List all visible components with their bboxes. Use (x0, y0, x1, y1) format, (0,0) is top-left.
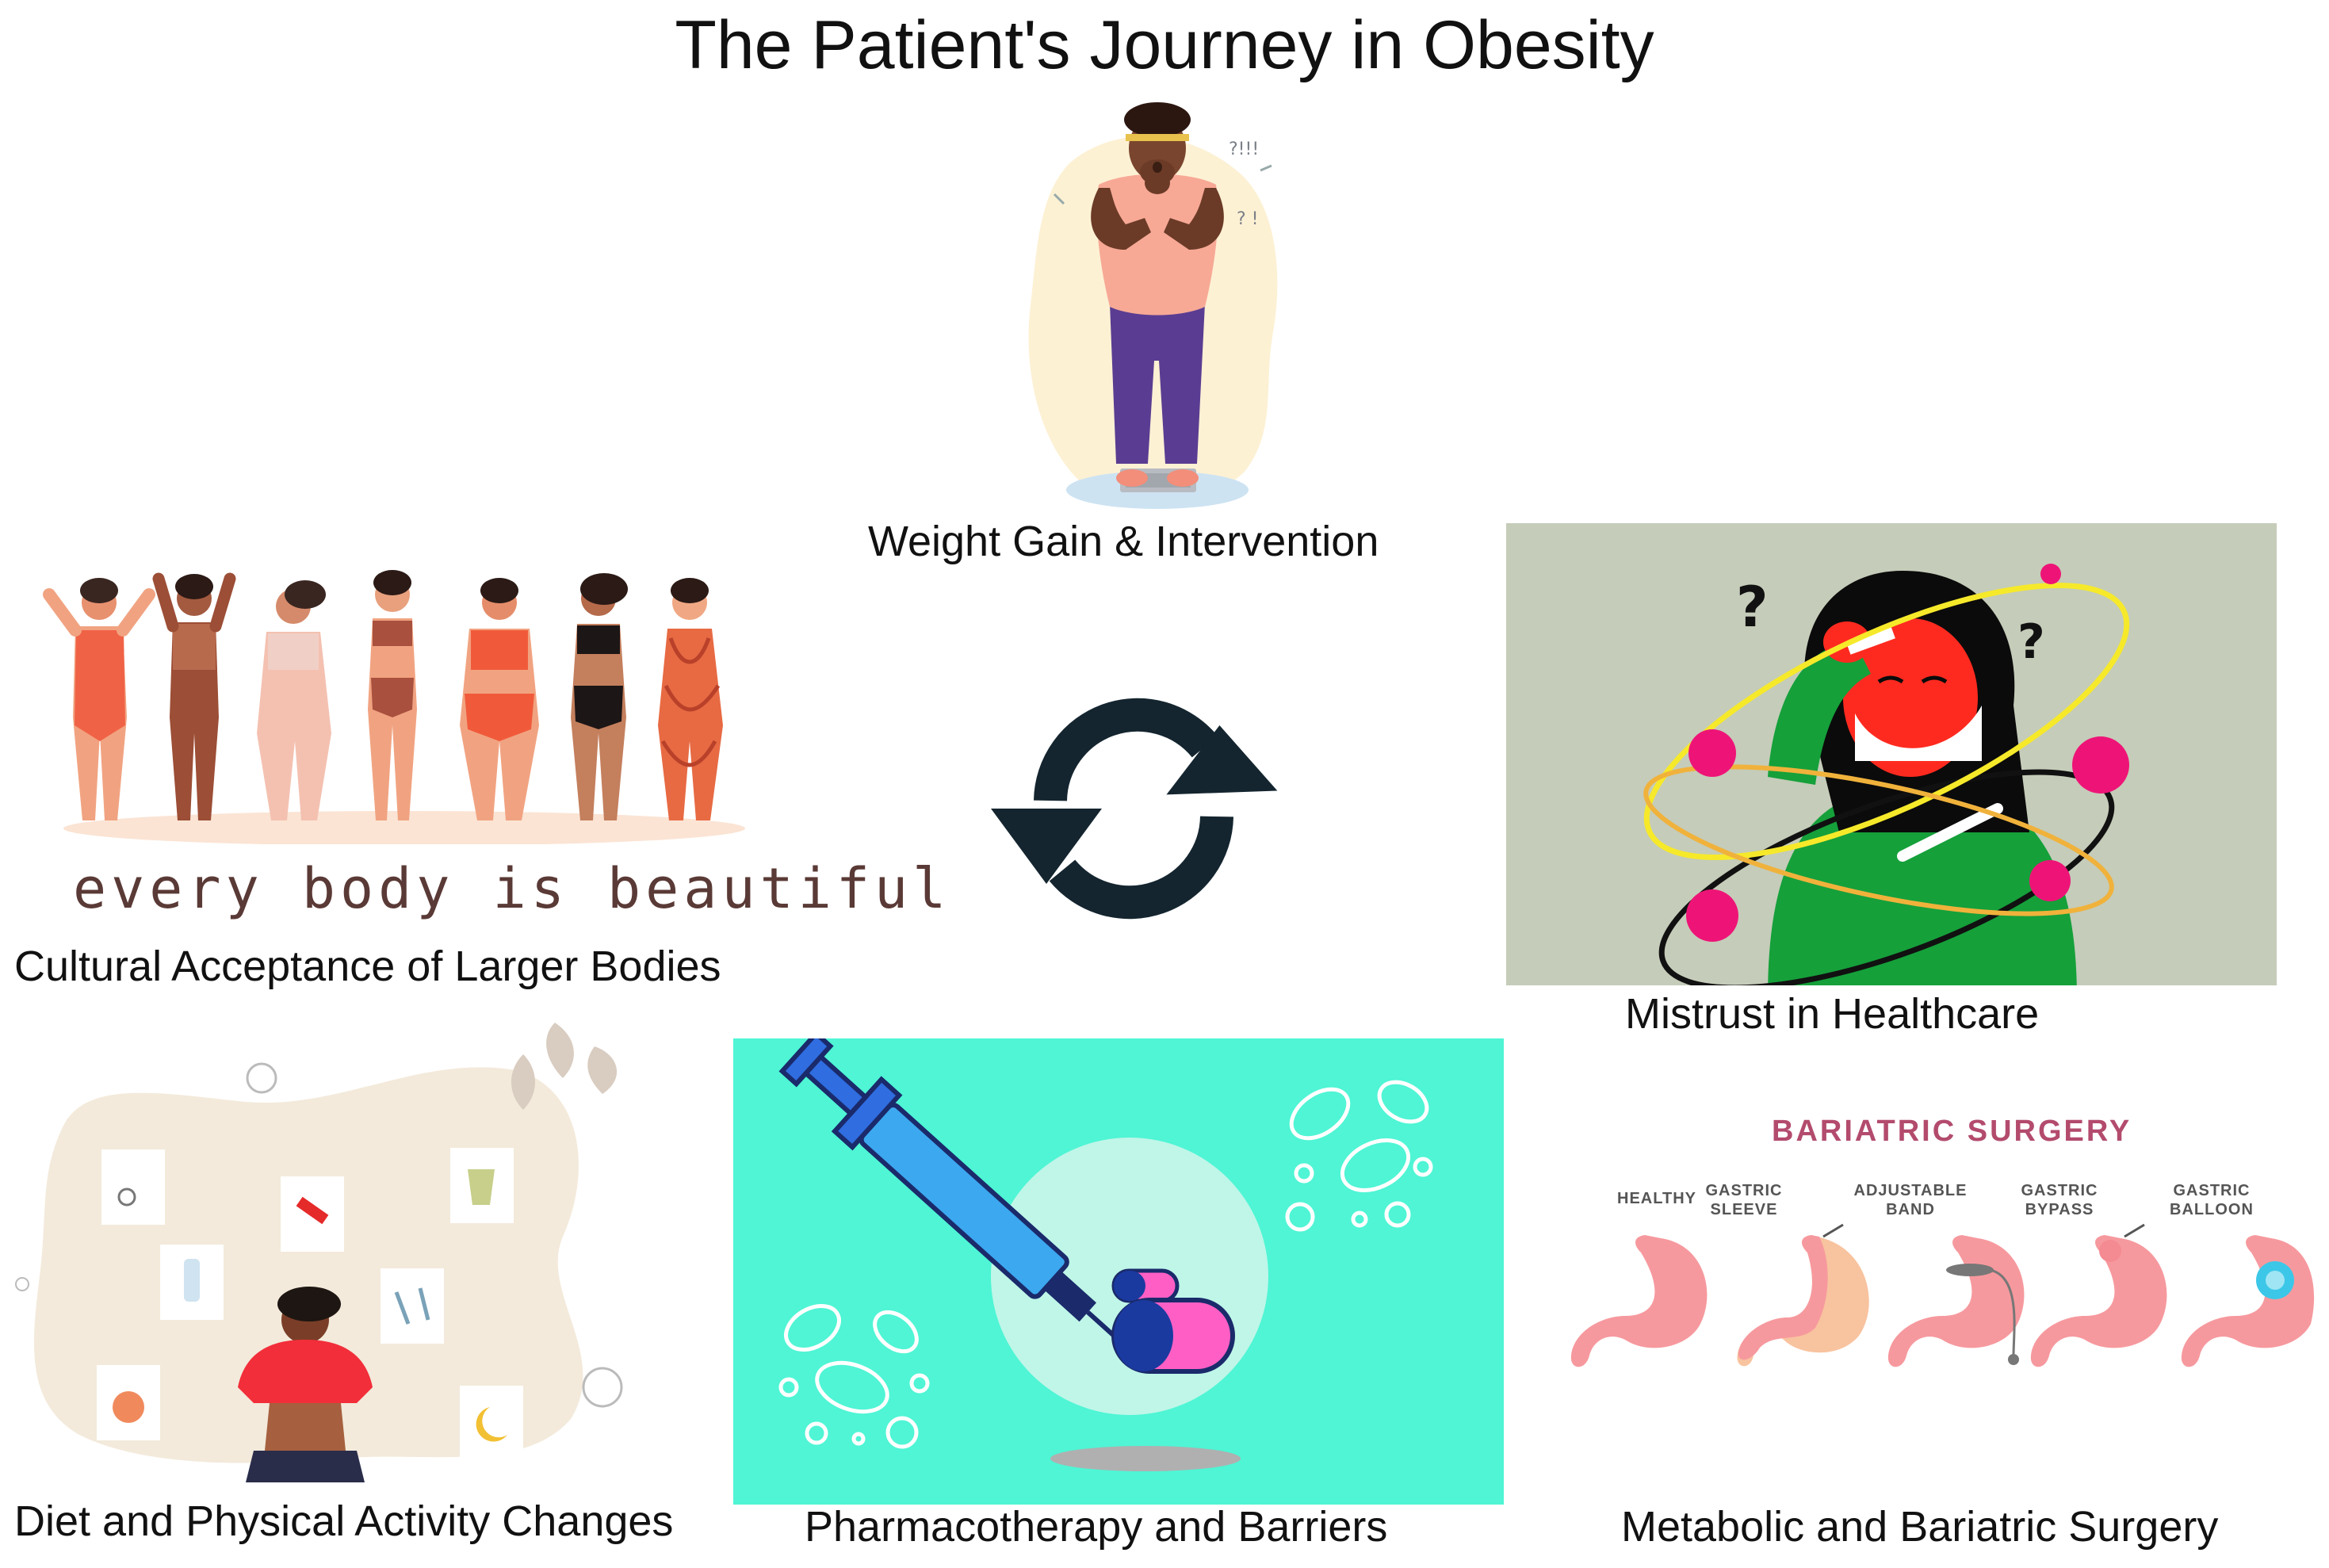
woman-figure-5 (460, 578, 539, 820)
stage-mistrust-label: Mistrust in Healthcare (1625, 990, 2040, 1038)
question-mark-2: ? (2017, 614, 2045, 670)
stomach-band (1887, 1235, 2025, 1367)
exclaim-text-2: ? ! (1237, 209, 1259, 229)
woman-figure-4 (368, 570, 417, 820)
exclaim-text: ?!!! (1229, 140, 1259, 159)
question-mark-1: ? (1736, 575, 1769, 640)
stomach-sleeve (1737, 1223, 1869, 1367)
woman-figure-1 (43, 578, 155, 820)
stage-cultural-label: Cultural Acceptance of Larger Bodies (14, 943, 721, 990)
stage-weight-gain-label: Weight Gain & Intervention (868, 518, 1379, 565)
surgery-label-healthy: HEALTHY (1617, 1190, 1696, 1207)
pharmacotherapy-illustration (733, 1038, 1504, 1505)
diet-activity-illustration (8, 1007, 642, 1482)
cultural-acceptance-illustration: every body is beautiful (32, 559, 946, 924)
bariatric-surgery-title: BARIATRIC SURGERY (1772, 1115, 2132, 1148)
page-title: The Patient's Journey in Obesity (675, 7, 1654, 83)
woman-figure-6 (571, 573, 628, 820)
every-body-is-beautiful-text: every body is beautiful (73, 856, 951, 921)
woman-figure-3 (257, 580, 331, 820)
stage-surgery-label: Metabolic and Bariatric Surgery (1621, 1503, 2219, 1551)
woman-figure-7 (658, 578, 723, 820)
stomach-balloon (2181, 1235, 2315, 1367)
weight-gain-illustration: ?!!! ? ! (1007, 99, 1308, 519)
mistrust-illustration: ? ? (1506, 523, 2277, 985)
refresh-cycle-icon (987, 690, 1280, 927)
stomach-healthy (1570, 1235, 1708, 1367)
stage-pharma-label: Pharmacotherapy and Barriers (805, 1503, 1388, 1551)
stage-diet-label: Diet and Physical Activity Changes (14, 1497, 674, 1545)
woman-figure-2 (152, 572, 236, 820)
stomach-bypass (2030, 1223, 2167, 1367)
